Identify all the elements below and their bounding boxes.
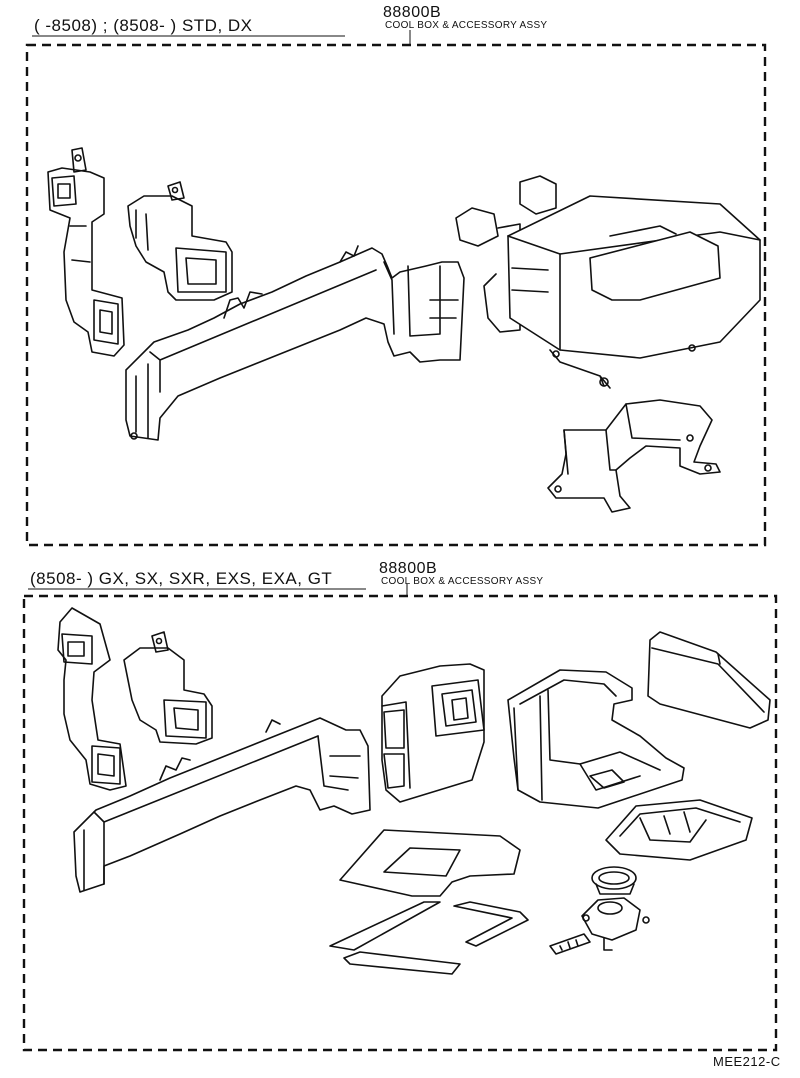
section-2-lid: [647, 631, 771, 729]
section-2-seal-strips: [329, 901, 529, 975]
section-1-vertical-duct: [47, 147, 125, 357]
section-1-main-duct: [125, 245, 465, 441]
section-1-cool-box-unit: [455, 175, 761, 389]
section-2-box-panel: [507, 669, 685, 809]
section-2-applicability: (8508- ) GX, SX, SXR, EXS, EXA, GT: [30, 569, 333, 588]
section-2-part-name: COOL BOX & ACCESSORY ASSY: [381, 576, 544, 587]
section-2-floor-mat: [339, 829, 521, 897]
section-1-bracket: [547, 399, 721, 513]
section-2-frame: [22, 584, 778, 1052]
section-2-part-number: 88800B: [379, 560, 438, 577]
diagram-code: MEE212-C: [713, 1054, 781, 1069]
section-1-frame: [25, 30, 767, 547]
section-2-cool-box-case: [381, 663, 485, 803]
section-2-vertical-duct: [57, 607, 127, 791]
section-2-outlet-elbow: [123, 631, 213, 745]
section-2-knob: [581, 897, 650, 951]
section-2-tray: [605, 799, 753, 861]
section-2-main-duct: [73, 717, 371, 893]
section-1-part-number: 88800B: [383, 4, 442, 21]
section-2-clip: [549, 933, 591, 955]
section-1-part-name: COOL BOX & ACCESSORY ASSY: [385, 20, 548, 31]
section-1-outlet-elbow: [127, 181, 233, 301]
section-2-ring: [591, 866, 637, 895]
section-1-applicability: ( -8508) ; (8508- ) STD, DX: [34, 16, 253, 35]
